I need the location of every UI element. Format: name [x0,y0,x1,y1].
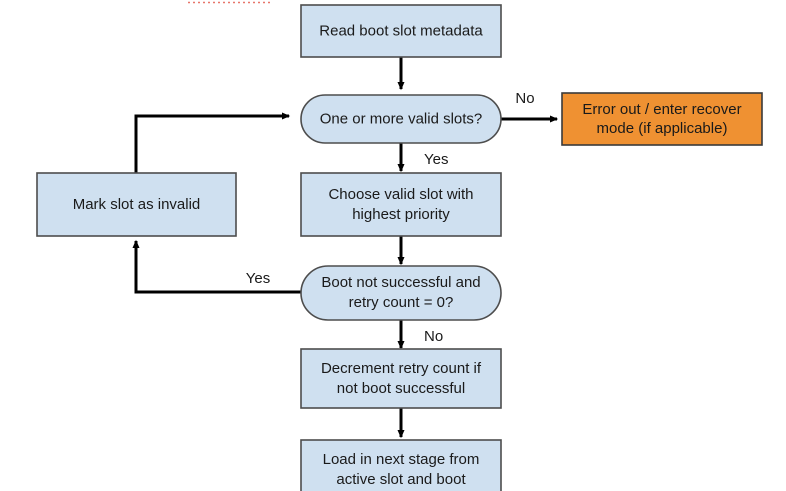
node-load-next-stage-line-2: active slot and boot [336,471,466,488]
edge-label-valid-slots-no: No [515,90,534,107]
edge-label-valid-slots-yes: Yes [424,151,448,168]
node-one-or-more-valid-slots[interactable] [300,94,502,144]
node-load-next-stage-active-slot[interactable] [300,439,502,491]
node-boot-not-successful-retry-zero[interactable] [300,265,502,321]
connector-retry-yes-to-mark-invalid [132,239,301,294]
node-one-or-more-valid-slots-label: One or more valid slots? [320,110,483,127]
connector-mark-invalid-to-valid-slots [134,112,291,173]
node-boot-not-successful-line-1: Boot not successful and [321,274,480,291]
node-mark-slot-as-invalid[interactable] [36,172,237,237]
node-error-out-line-1: Error out / enter recover [582,101,741,118]
node-error-out-line-2: mode (if applicable) [597,120,728,137]
node-choose-valid-slot-highest-priority[interactable] [300,172,502,237]
node-decrement-retry-count-line-1: Decrement retry count if [321,360,482,377]
node-error-out-enter-recover-mode[interactable] [561,92,763,146]
node-choose-valid-slot-line-2: highest priority [352,206,450,223]
node-decrement-retry-count[interactable] [300,348,502,409]
node-decrement-retry-count-line-2: not boot successful [337,380,465,397]
node-read-boot-slot-metadata-label: Read boot slot metadata [319,22,483,39]
node-load-next-stage-line-1: Load in next stage from [323,451,480,468]
edge-label-retry-yes: Yes [246,270,270,287]
edge-label-retry-no: No [424,328,443,345]
node-mark-slot-as-invalid-label: Mark slot as invalid [73,196,201,213]
node-choose-valid-slot-line-1: Choose valid slot with [328,186,473,203]
node-read-boot-slot-metadata[interactable] [300,4,502,58]
node-boot-not-successful-line-2: retry count = 0? [349,294,454,311]
